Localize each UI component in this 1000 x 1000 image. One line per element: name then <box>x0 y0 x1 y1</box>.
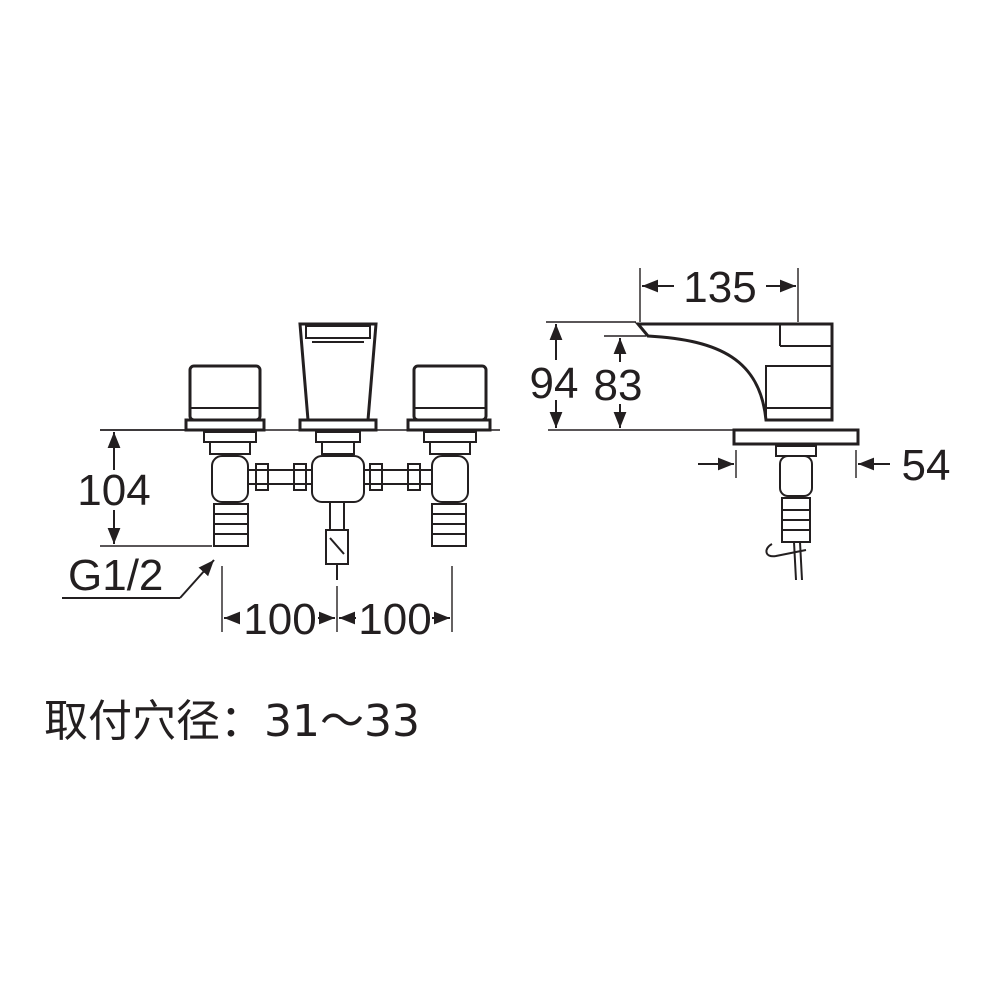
center-spout <box>298 322 378 432</box>
base-label: 54 <box>902 441 951 490</box>
total-height-label: 94 <box>530 359 579 408</box>
mount-hole-note: 取付穴径：31～33 <box>44 696 420 747</box>
reach-dimension: 135 <box>639 263 799 322</box>
under-counter-plumbing <box>203 431 477 580</box>
spacing-left-label: 100 <box>243 595 316 644</box>
side-spout <box>634 322 834 422</box>
side-plumbing <box>765 445 817 581</box>
right-handle <box>406 364 492 432</box>
spacing-right-label: 100 <box>358 595 431 644</box>
side-view: 135 94 83 54 <box>530 263 950 581</box>
spacing-dimension: 100 100 <box>221 566 453 644</box>
front-view: 104 G1/2 100 100 <box>62 322 500 644</box>
total-height-dimension: 94 <box>530 321 636 428</box>
spout-height-dimension: 83 <box>594 335 646 428</box>
thread-label: G1/2 <box>68 551 163 600</box>
reach-label: 135 <box>683 263 756 312</box>
spout-height-label: 83 <box>594 361 643 410</box>
base-plate <box>732 428 860 446</box>
base-dimension: 54 <box>698 441 950 490</box>
height-dimension: 104 <box>77 429 212 547</box>
left-handle <box>184 364 266 432</box>
height-label: 104 <box>77 466 150 515</box>
thread-leader: G1/2 <box>62 551 215 600</box>
